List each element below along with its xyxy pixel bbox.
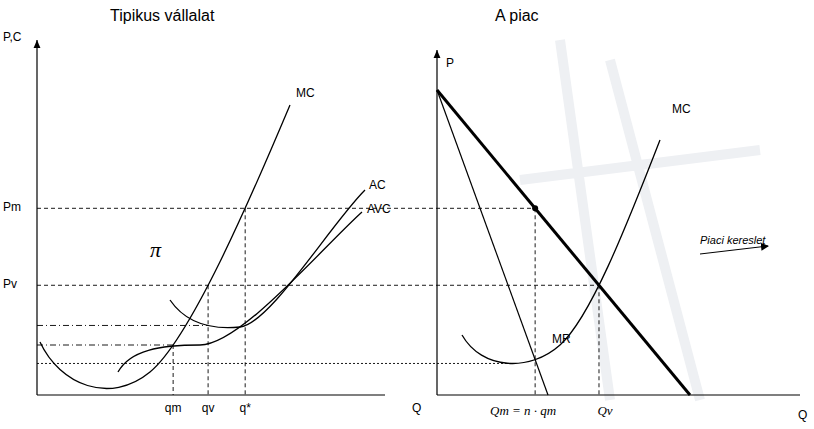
x-axis xyxy=(437,394,800,395)
y-axis xyxy=(36,40,37,395)
ac-curve xyxy=(170,190,365,328)
watermark xyxy=(520,40,760,400)
monopoly-point xyxy=(532,205,538,211)
quantity-label: Qv xyxy=(597,404,612,419)
cost-guide xyxy=(37,345,173,346)
mc-curve xyxy=(462,140,660,363)
profit-symbol: π xyxy=(150,237,161,262)
quantity-guide xyxy=(245,208,246,395)
pointer-arrow xyxy=(700,246,768,254)
quantity-label: Qm = n · qm xyxy=(490,404,556,419)
curve-label: MC xyxy=(296,87,315,101)
demand-label: Piaci kereslet xyxy=(700,234,765,247)
y-axis xyxy=(436,50,437,395)
price-guide xyxy=(37,285,599,286)
avc-curve xyxy=(118,212,362,372)
quantity-label: q* xyxy=(240,402,251,416)
price-label: Pm xyxy=(3,201,21,215)
quantity-guide xyxy=(173,345,174,395)
panel-title: Tipikus vállalat xyxy=(110,7,214,25)
cost-guide xyxy=(37,325,208,326)
axis-label: Q xyxy=(412,402,421,416)
demand-curve xyxy=(437,90,690,395)
curve-label: AC xyxy=(369,179,386,193)
x-axis xyxy=(37,394,385,395)
curve-label: AVC xyxy=(367,203,391,217)
panel-title: A piac xyxy=(495,7,539,25)
quantity-label: qm xyxy=(165,402,182,416)
axis-label: P,C xyxy=(3,31,21,45)
mr-curve xyxy=(437,90,548,395)
quantity-label: qv xyxy=(202,402,215,416)
price-guide xyxy=(37,208,535,209)
cost-guide xyxy=(37,363,513,364)
axis-label: Q xyxy=(798,409,807,423)
axis-label: P xyxy=(446,57,454,71)
quantity-guide xyxy=(208,285,209,395)
curve-label: MC xyxy=(672,103,691,117)
price-label: Pv xyxy=(3,278,17,292)
curve-label: MR xyxy=(552,333,571,347)
quantity-guide xyxy=(535,208,536,395)
quantity-guide xyxy=(598,285,599,395)
mc-curve xyxy=(40,105,290,388)
